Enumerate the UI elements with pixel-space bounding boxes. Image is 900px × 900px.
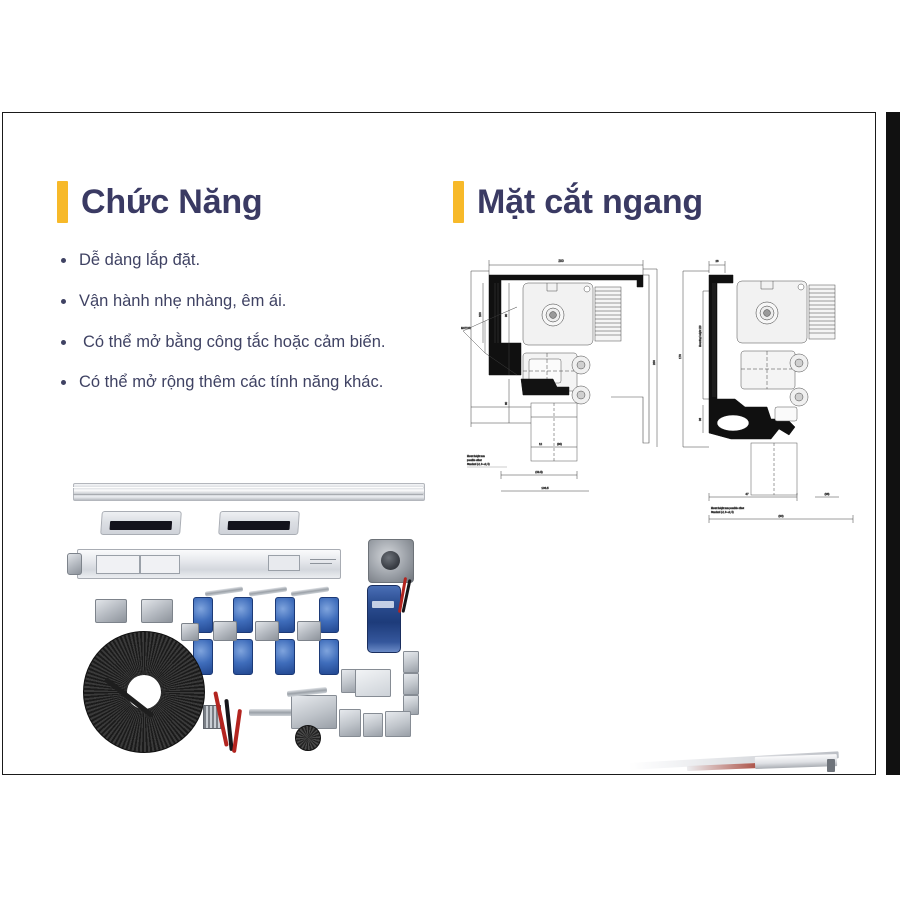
svg-text:36: 36 <box>698 417 702 421</box>
svg-text:Standard (-2, 0~+2, 5): Standard (-2, 0~+2, 5) <box>467 463 490 466</box>
functions-heading-text: Chức Năng <box>81 183 263 221</box>
list-item: Có thể mở rộng thêm các tính năng khác. <box>57 373 457 393</box>
timing-belt-coil <box>83 631 205 753</box>
svg-text:47: 47 <box>745 492 749 496</box>
cross-section-left: 200 <box>461 259 658 492</box>
roller-carriage <box>319 639 339 675</box>
rail-end-cap <box>827 759 835 772</box>
list-item: Vận hành nhẹ nhàng, êm ái. <box>57 292 457 312</box>
small-plate <box>403 695 419 715</box>
controller-marking <box>310 563 332 564</box>
rail-end-block <box>754 754 838 769</box>
header-rail-part <box>73 483 425 501</box>
list-item: Có thể mở bằng công tắc hoặc cảm biến. <box>57 333 457 353</box>
drive-shaft <box>249 709 293 716</box>
svg-text:200: 200 <box>558 259 564 263</box>
right-edge-black-bar <box>886 112 900 775</box>
svg-text:Standard (-2, 0~+2, 5): Standard (-2, 0~+2, 5) <box>711 511 734 514</box>
svg-text:Mount height mm: Mount height mm <box>467 455 485 458</box>
sensor-unit-left <box>100 511 182 535</box>
controller-label-c <box>268 555 300 571</box>
controller-end-cap <box>67 553 82 575</box>
roller-carriage <box>233 639 253 675</box>
gearhead-hub <box>381 551 400 570</box>
drawing-linework: 200 <box>461 259 854 523</box>
svg-text:90: 90 <box>504 313 508 317</box>
hanger-shaft <box>204 586 244 597</box>
svg-text:200: 200 <box>652 360 656 365</box>
svg-text:28: 28 <box>715 259 719 263</box>
sensor-unit-right <box>218 511 300 535</box>
cross-section-drawings: 200 <box>461 247 873 537</box>
angle-bracket <box>385 711 411 737</box>
hanger-bracket <box>255 621 279 641</box>
harness-wire-red <box>231 708 243 754</box>
roller-carriage <box>233 597 253 633</box>
svg-text:100: 100 <box>478 312 482 317</box>
motor-label <box>372 601 394 608</box>
cross-section-right: 28 170 Mounting height 110 36 <box>678 259 854 523</box>
angle-bracket <box>363 713 383 737</box>
drive-pulley <box>295 725 321 751</box>
yellow-accent-bar <box>453 181 464 223</box>
svg-text:(90): (90) <box>778 514 783 518</box>
roller-carriage <box>275 597 295 633</box>
svg-text:60: 60 <box>504 401 508 405</box>
svg-text:12: 12 <box>539 442 543 446</box>
cross-section-svg: 200 <box>461 259 854 523</box>
svg-text:(43.5): (43.5) <box>535 470 543 474</box>
roller-carriage <box>319 597 339 633</box>
controller-marking <box>310 559 336 560</box>
controller-label-a <box>96 555 140 574</box>
small-plate <box>403 673 419 695</box>
feature-list: Dễ dàng lắp đặt. Vận hành nhẹ nhàng, êm … <box>57 251 457 414</box>
drive-mount-plate <box>291 695 337 729</box>
svg-text:106.5: 106.5 <box>541 486 549 490</box>
roller-carriage <box>275 639 295 675</box>
svg-text:possible offset: possible offset <box>467 459 482 462</box>
motor-drum <box>367 585 401 653</box>
cross-section-heading-text: Mặt cắt ngang <box>477 183 703 221</box>
rail-highlight <box>73 487 423 488</box>
hanger-bracket <box>213 621 237 641</box>
end-plate <box>355 669 391 697</box>
mounting-bracket <box>95 599 127 623</box>
cross-section-heading: Mặt cắt ngang <box>453 181 703 223</box>
svg-text:Mounting height 110: Mounting height 110 <box>699 325 702 347</box>
hanger-bracket <box>297 621 321 641</box>
yellow-accent-bar <box>57 181 68 223</box>
svg-text:(30): (30) <box>557 442 562 446</box>
rail-shadow <box>73 494 423 495</box>
list-item: Dễ dàng lắp đặt. <box>57 251 457 271</box>
hanger-bracket <box>181 623 199 641</box>
motor-gearhead <box>368 539 414 583</box>
slide-frame: Chức Năng Dễ dàng lắp đặt. Vận hành nhẹ … <box>2 112 876 775</box>
svg-text:(38): (38) <box>825 492 830 496</box>
functions-heading: Chức Năng <box>57 181 263 223</box>
hanger-shaft <box>290 586 330 597</box>
svg-text:170: 170 <box>678 354 682 359</box>
aluminium-rail-photo <box>629 751 875 774</box>
belt-coil-center <box>127 675 161 709</box>
automatic-sliding-door-kit-photo <box>63 473 443 769</box>
hanger-shaft <box>248 586 288 597</box>
controller-unit <box>77 549 341 579</box>
angle-bracket <box>339 709 361 737</box>
svg-text:Mount height mm possible offse: Mount height mm possible offset <box>711 507 744 510</box>
mounting-bracket <box>141 599 173 623</box>
svg-text:MOTOR: MOTOR <box>461 326 471 330</box>
small-plate <box>403 651 419 673</box>
controller-label-b <box>140 555 180 574</box>
